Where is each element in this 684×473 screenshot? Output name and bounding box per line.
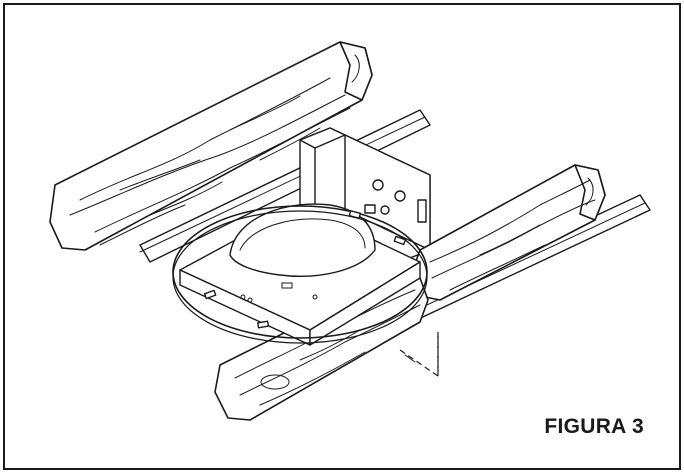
mounting-ring xyxy=(172,205,428,344)
recessed-housing xyxy=(179,203,421,346)
hidden-bracket xyxy=(399,332,439,378)
rear-wood-joist xyxy=(49,41,373,251)
figure-label: FIGURA 3 xyxy=(544,415,644,438)
